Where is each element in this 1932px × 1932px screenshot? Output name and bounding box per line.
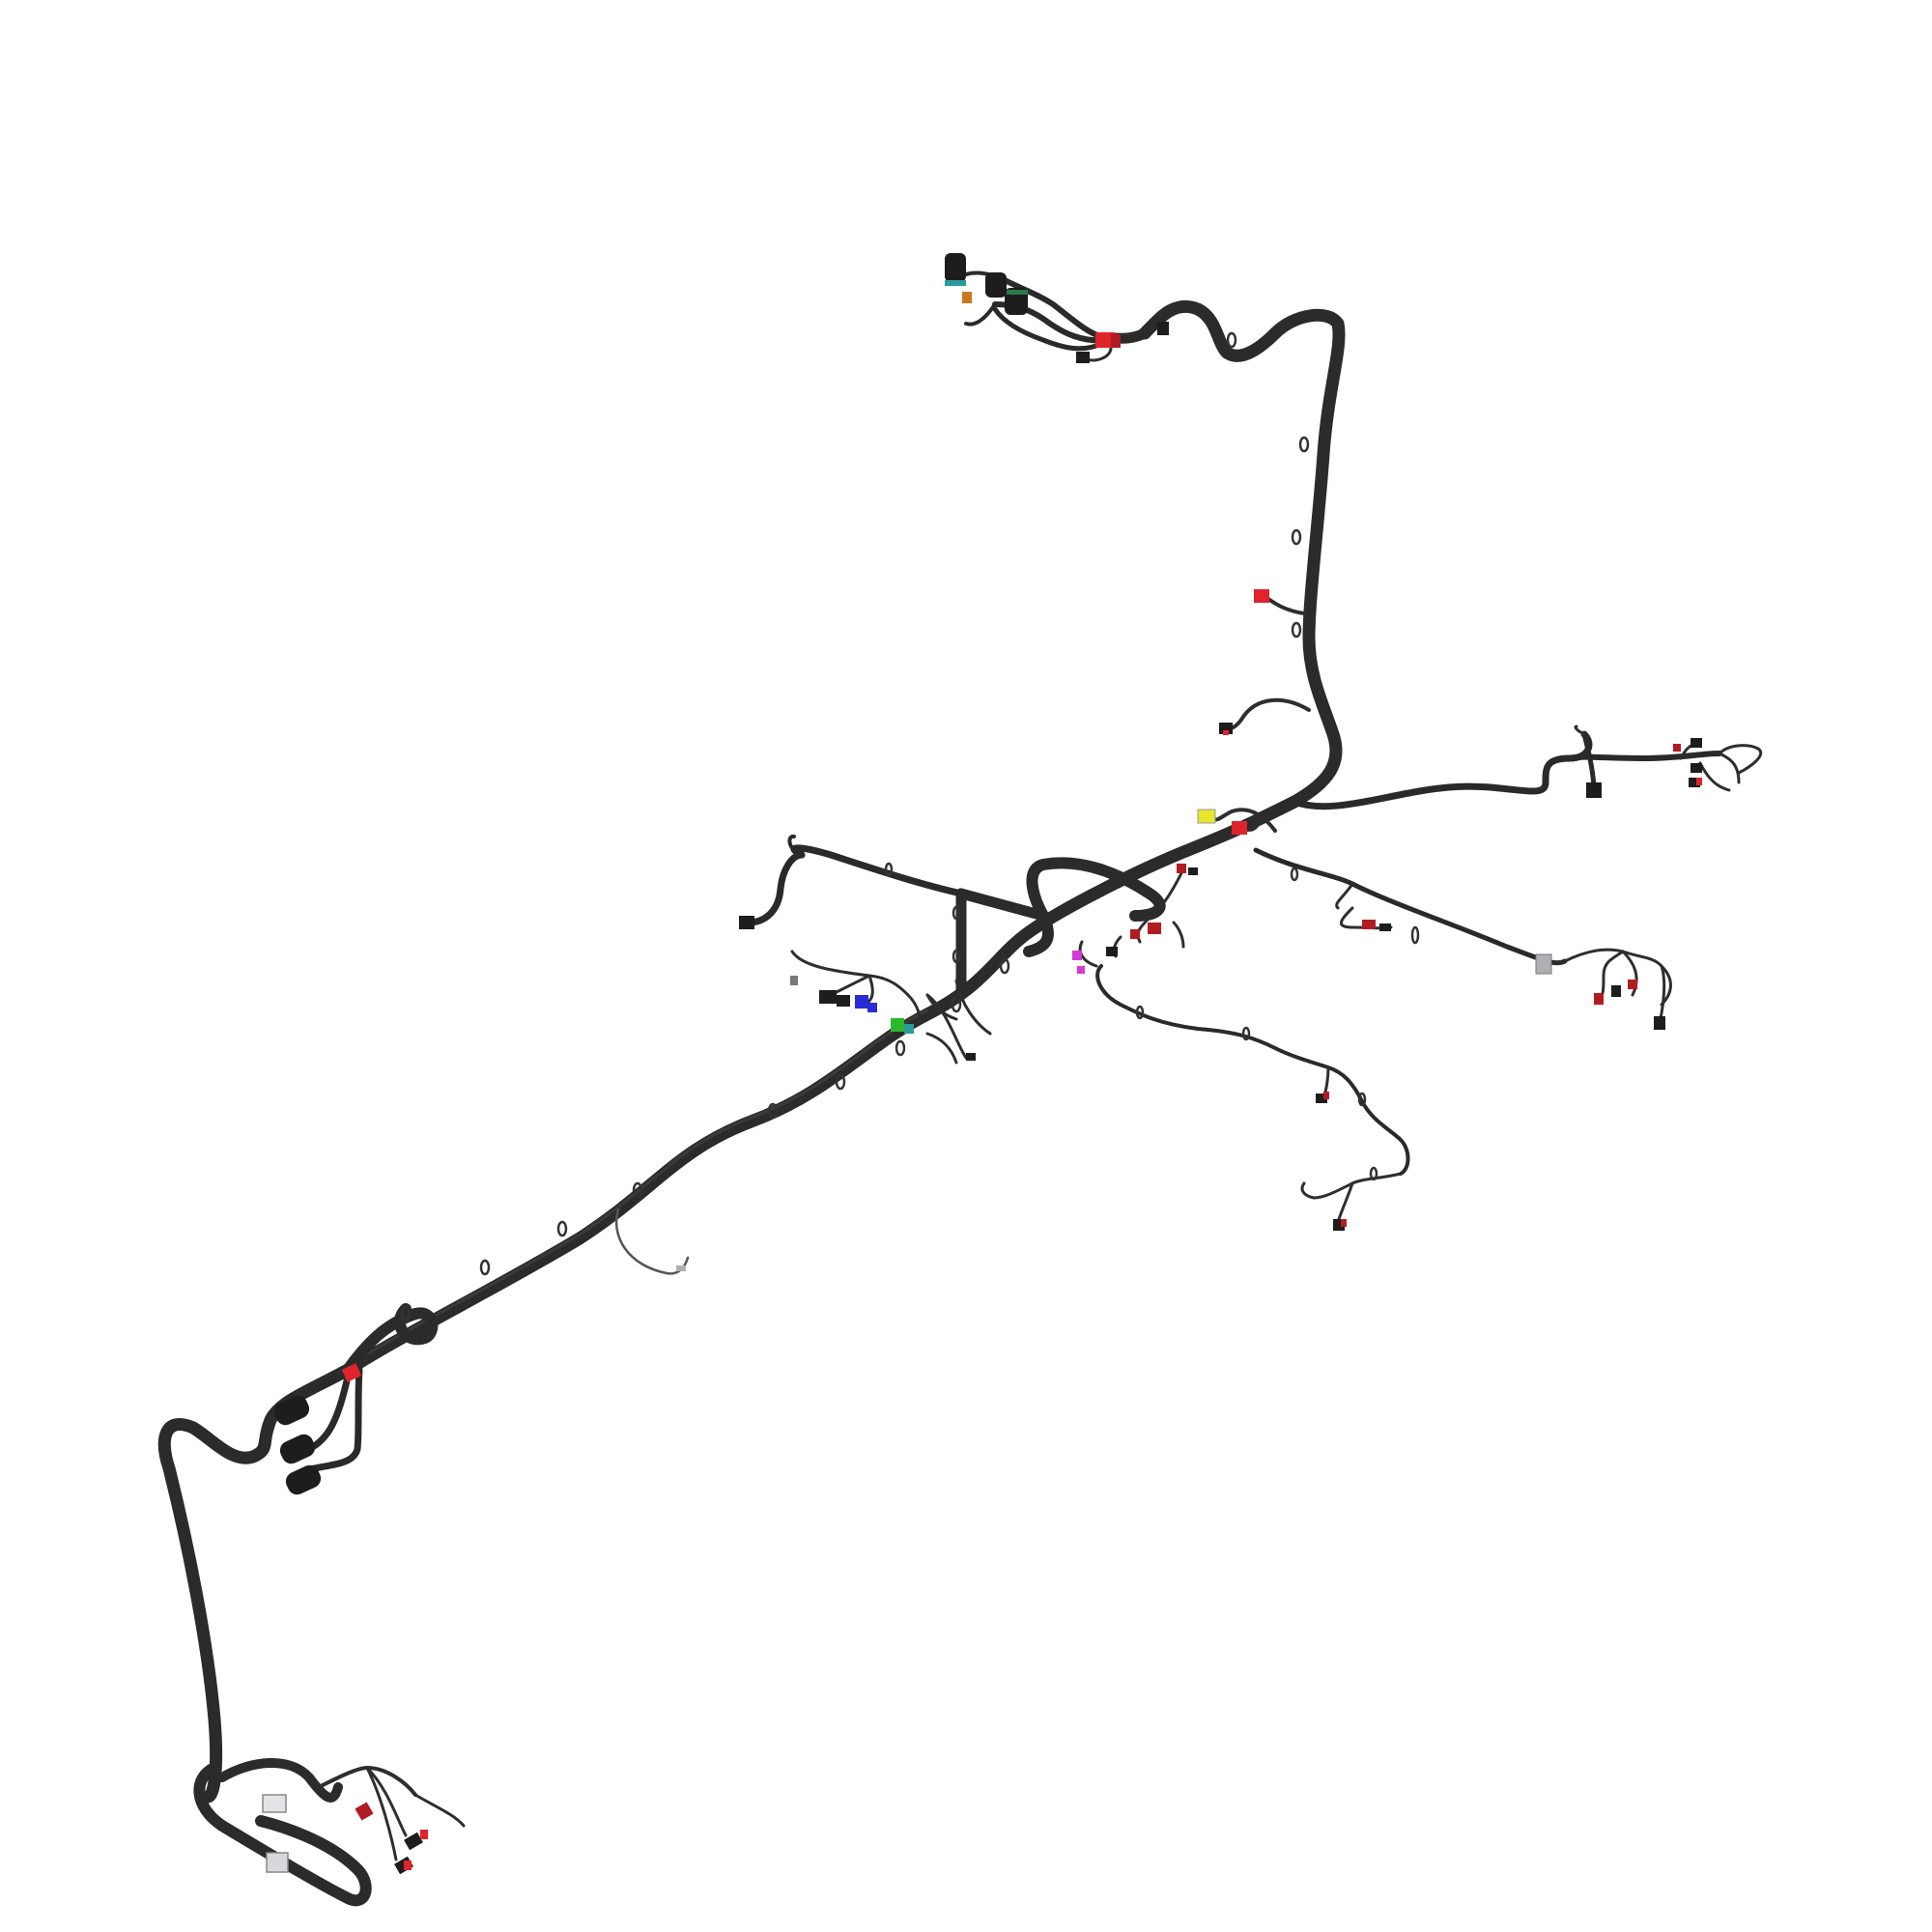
red-connector-bottom-2 [404, 1861, 412, 1870]
orange-tag-top [962, 292, 972, 303]
black-connector-bottom-1 [404, 1832, 423, 1851]
trunk-clips [400, 957, 1010, 1322]
magenta-connector-2 [1077, 966, 1085, 974]
black-connector-right-4 [1689, 778, 1700, 787]
red-connector-lm-2 [1323, 1092, 1329, 1099]
red-connector-upper [1254, 589, 1269, 603]
red-connector-jr-1 [1177, 864, 1186, 873]
red-connector-bottom [355, 1802, 374, 1821]
black-connector-jr-1 [1106, 947, 1118, 956]
black-connector-top-1 [945, 253, 966, 282]
black-connector-upper [1219, 723, 1233, 734]
black-connector-jc-2 [837, 995, 850, 1007]
right-lower-branch [1253, 847, 1672, 1030]
black-connector-ul [739, 916, 754, 929]
red-connector-rl-1 [1594, 993, 1604, 1005]
black-connector-rl-2 [1654, 1016, 1665, 1030]
round-connector-3 [285, 1464, 322, 1495]
bottom-connector-cluster [262, 1766, 466, 1875]
black-connector-right-1 [1586, 782, 1602, 798]
black-connector-jc-1 [819, 990, 837, 1004]
junction-connector-cluster [790, 950, 992, 1065]
green-band-top [1007, 290, 1028, 295]
small-grey-connector [790, 976, 798, 985]
right-upper-branch [1291, 724, 1762, 810]
red-connector-right-1 [1673, 744, 1681, 752]
red-connector-jr-3 [1130, 929, 1140, 939]
red-connector-top [1095, 332, 1115, 348]
lower-left-trunk [157, 1363, 372, 1907]
black-connector-rl-3 [1379, 923, 1391, 931]
red-connector-right-2 [1696, 778, 1702, 785]
junction-right-connectors [1106, 864, 1198, 958]
white-connector-2 [266, 1852, 289, 1873]
grey-pigtail [614, 1208, 690, 1275]
green-connector [891, 1018, 904, 1032]
grey-connector-right [1535, 953, 1552, 975]
top-connector-cluster [945, 253, 1237, 363]
yellow-connector [1197, 809, 1216, 824]
red-connector-lm-1 [1341, 1219, 1347, 1227]
blue-connector-2 [867, 1003, 877, 1012]
blue-connector [855, 995, 868, 1009]
red-dot-upper [1223, 730, 1229, 735]
red-connector-mid [1232, 821, 1247, 835]
red-connector-jr-2 [1148, 923, 1161, 934]
red-connector-left [341, 1363, 362, 1382]
black-connector-top-5 [1157, 322, 1169, 335]
magenta-connector [1072, 951, 1082, 960]
lower-middle-branch [1072, 940, 1410, 1231]
round-connector-2 [279, 1434, 316, 1464]
black-connector-right-3 [1690, 763, 1702, 773]
black-connector-jr-2 [1188, 867, 1198, 875]
green-connector-2 [904, 1024, 914, 1034]
black-connector-top-2 [985, 272, 1007, 298]
red-connector-rl-2 [1628, 980, 1637, 989]
black-connector-top-4 [1076, 352, 1090, 363]
trunk-loop-left [342, 1303, 439, 1376]
main-trunk [341, 795, 1301, 1377]
upper-trunk-branches [1197, 436, 1311, 835]
round-connector-1 [273, 1395, 310, 1426]
white-connector-1 [262, 1794, 287, 1813]
black-connector-lm-2 [1316, 1094, 1327, 1103]
black-connector-rl-1 [1611, 985, 1621, 997]
red-connector-bottom-3 [420, 1830, 428, 1839]
black-connector-jc-3 [966, 1053, 976, 1061]
red-connector-top-2 [1111, 334, 1121, 348]
upper-left-branch [739, 834, 965, 964]
teal-band [945, 280, 966, 286]
left-connector-group [273, 1363, 363, 1495]
black-connector-right-2 [1690, 738, 1702, 748]
red-connector-rl-3 [1362, 920, 1376, 929]
